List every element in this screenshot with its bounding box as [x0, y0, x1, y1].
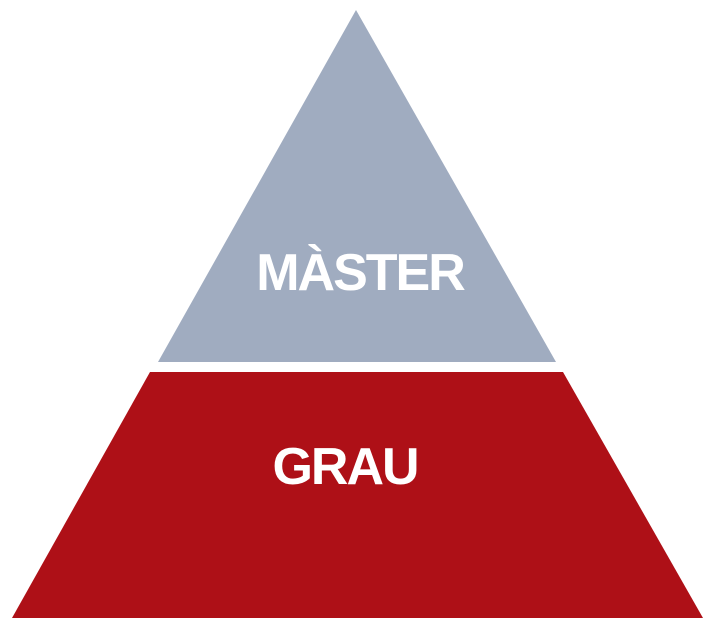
- tier-label-grau: GRAU: [272, 438, 417, 496]
- pyramid-tier-master: [158, 10, 556, 362]
- tier-label-master: MÀSTER: [256, 244, 465, 302]
- pyramid-tier-grau: [12, 372, 703, 618]
